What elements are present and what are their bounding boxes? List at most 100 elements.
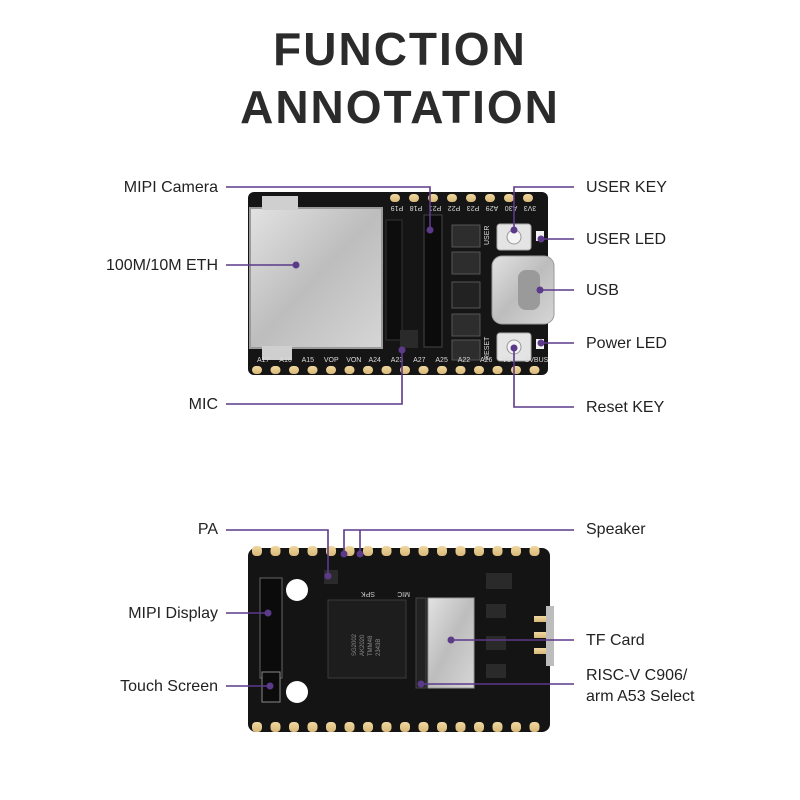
silk-bottom-pin: A16 [279,357,292,364]
silk-bottom-pin: SVBUS [525,357,549,364]
label-eth: 100M/10M ETH [105,257,218,274]
edge-pad [455,546,466,556]
bottom-pointer-dots [264,550,455,690]
label-user-key: USER KEY [586,179,667,196]
ethernet-tab-bottom [262,346,292,360]
bottom-pointer-lines [226,529,574,687]
chip-text-1: SG2002 [352,633,358,656]
edge-pad [363,546,373,556]
edge-pad [344,722,355,732]
edge-pad [326,722,336,732]
silk-bottom-pin: V5Y [502,357,516,364]
silk-bottom-pin: VOP [324,357,339,364]
chip-5 [451,339,481,361]
edge-pad [455,722,466,732]
edge-pad [455,366,466,374]
edge-pad [511,366,521,374]
label-select-line-1: RISC-V C906/ [586,667,688,684]
bottom-board-pads-bottom [252,722,540,732]
soc-chip [327,599,407,679]
label-mic: MIC [188,396,218,413]
edge-pad [307,546,318,556]
edge-pad [437,722,447,732]
edge-pad [326,366,336,374]
label-mipi-camera: MIPI Camera [123,179,218,196]
chip-2 [451,251,481,275]
silk-bottom-pin: A15 [302,357,315,364]
camera-connector-left [385,219,403,341]
silk-top-pin: A30 [505,204,518,211]
silk-top-pin: 3V3 [524,204,537,211]
chip-4 [451,313,481,337]
bottom-board: SG2002 AK2020 TMM48 2343B SPK MIC [248,546,554,732]
edge-pad [418,722,429,732]
select-switch [415,597,427,689]
edge-pad [492,546,503,556]
chip-text-2: AK2020 [360,634,366,656]
title-line-2: ANNOTATION [240,81,560,133]
edge-pad [409,194,419,202]
label-user-led: USER LED [586,231,667,248]
reset-silk: RESET [484,336,491,360]
edge-pad [529,366,540,374]
edge-pad [511,546,521,556]
edge-pad [390,194,400,202]
edge-pad [466,194,476,202]
silk-top-pin: A29 [486,204,499,211]
edge-pad [381,366,392,374]
edge-pad [437,546,447,556]
edge-pad [307,722,318,732]
top-pointer-dots [292,226,545,354]
silk-top-pin: P22 [448,204,461,211]
label-usb: USB [586,282,619,299]
edge-pad [270,366,281,374]
mipi-display-connector [259,577,283,679]
edge-pad [529,722,540,732]
edge-pad [344,366,355,374]
edge-pad [363,722,373,732]
edge-pad [418,366,429,374]
edge-pad [270,546,281,556]
user-silk: USER [484,226,491,245]
silk-top-pin: P21 [429,204,442,211]
edge-pad [504,194,514,202]
label-tf-card: TF Card [586,632,645,649]
edge-pad [437,366,447,374]
silk-top-pin: P19 [391,204,404,211]
top-edge-pads [390,194,533,202]
label-speaker: Speaker [586,521,646,538]
silk-bottom-pin: A25 [435,357,448,364]
mount-hole-1 [286,579,308,601]
edge-pad [485,194,495,202]
silk-bottom-pin: A26 [480,357,493,364]
label-pa: PA [197,521,218,538]
edge-pad [474,366,484,374]
chip-text-3: TMM48 [368,635,374,656]
label-touch-screen: Touch Screen [120,678,218,695]
edge-pad [381,722,392,732]
silk-bottom-pin: A17 [257,357,270,364]
edge-pad [270,722,281,732]
edge-pad [529,546,540,556]
silk-bottom-pin: A27 [413,357,426,364]
edge-pad [289,722,299,732]
silk-bottom-pin: A24 [369,357,382,364]
usb-shell-edge [546,606,554,666]
silk-bottom-pin: VON [346,357,361,364]
bottom-board-pads-top [252,546,540,556]
label-reset-key: Reset KEY [586,399,665,416]
chip-text-4: 2343B [376,639,382,656]
label-select-line-2: arm A53 Select [586,688,695,705]
silk-bottom-pin: A23 [391,357,404,364]
edge-pad [400,546,410,556]
mic-silk: MIC [397,590,410,597]
label-mipi-display: MIPI Display [128,605,218,622]
edge-pad [252,546,262,556]
label-power-led: Power LED [586,335,667,352]
silk-top-pin: P18 [410,204,423,211]
spk-silk: SPK [361,590,375,597]
edge-pad [252,366,262,374]
ethernet-jack [249,207,383,349]
